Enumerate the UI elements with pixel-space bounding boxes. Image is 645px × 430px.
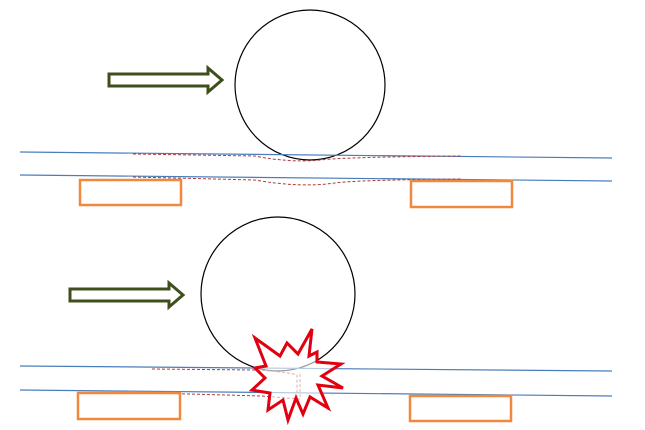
panel-impact: [19, 216, 613, 426]
rail-top-lower: [19, 174, 613, 182]
direction-arrow-bottom: [68, 279, 186, 311]
deformation-curve-upper: [132, 153, 463, 162]
support-right-bottom: [408, 394, 513, 423]
wheel-bottom: [200, 216, 356, 372]
support-right-top: [409, 179, 514, 209]
support-left-bottom: [76, 391, 182, 421]
panel-normal: [19, 9, 613, 209]
impact-burst-icon: [248, 328, 346, 426]
direction-arrow-top: [107, 64, 225, 96]
rail-top-upper: [19, 151, 613, 159]
support-left-top: [78, 178, 183, 207]
wheel-top: [234, 9, 386, 161]
deformation-curve-lower: [132, 176, 463, 186]
